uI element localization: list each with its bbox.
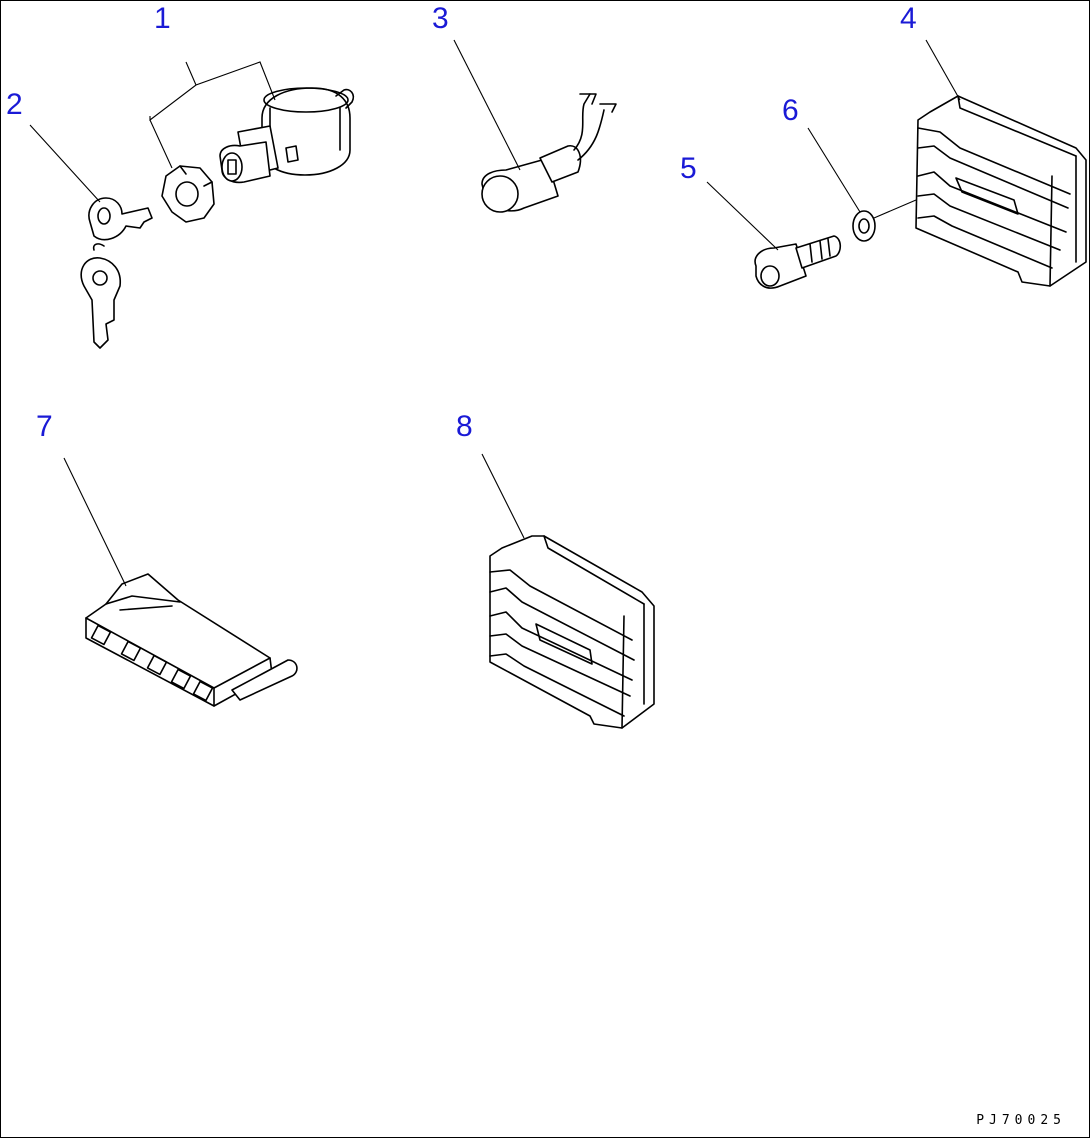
callout-1: 1 [154, 2, 171, 35]
part-1-lock-nut [161, 165, 215, 223]
callout-4: 4 [900, 2, 917, 35]
part-2-keys [80, 197, 153, 349]
part-1-ignition-switch [219, 87, 355, 184]
callout-5: 5 [680, 152, 697, 185]
part-4-heat-sink [915, 95, 1087, 287]
part-8-heat-sink [489, 535, 655, 729]
callout-7: 7 [36, 410, 53, 443]
callout-8: 8 [456, 410, 473, 443]
part-7-connector [85, 573, 298, 707]
callout-3: 3 [432, 2, 449, 35]
drawing-code-label: PJ70025 [976, 1113, 1066, 1128]
part-3-pilot-lamp [481, 93, 617, 213]
callout-2: 2 [6, 88, 23, 121]
part-5-bolt [754, 235, 842, 289]
callout-6: 6 [782, 94, 799, 127]
part-6-washer [852, 210, 876, 242]
